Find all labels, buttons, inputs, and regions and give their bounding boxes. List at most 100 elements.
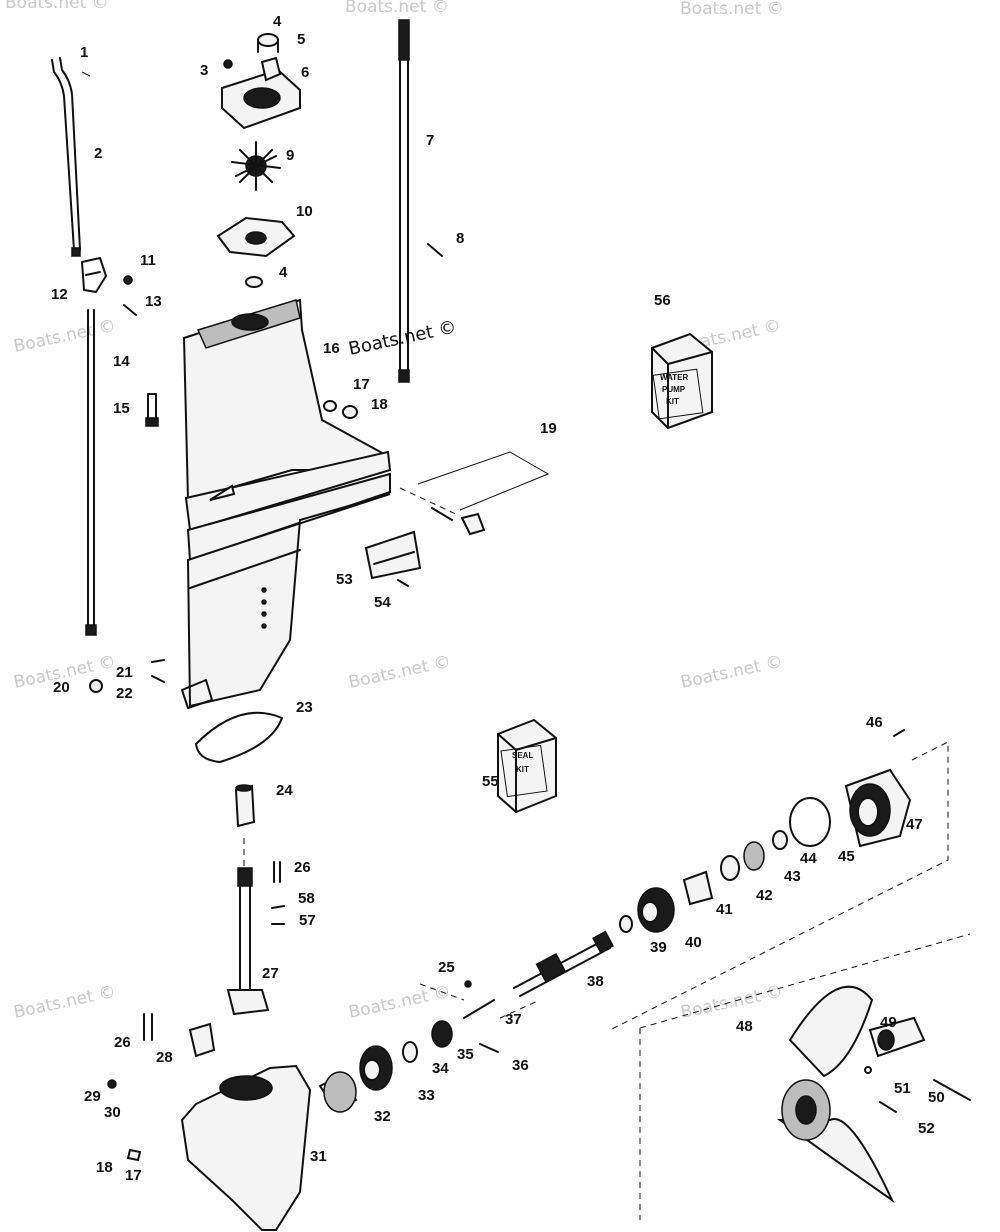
callout-number: 52 xyxy=(918,1120,935,1137)
callout-number: 17 xyxy=(125,1167,142,1184)
callout-number: 3 xyxy=(200,62,208,79)
callout-number: 43 xyxy=(784,868,801,885)
impeller xyxy=(231,141,281,191)
callout-number: 31 xyxy=(310,1148,327,1165)
callout-number: 44 xyxy=(800,850,817,867)
callout-number: 27 xyxy=(262,965,279,982)
callout-number: 10 xyxy=(296,203,313,220)
callout-number: 39 xyxy=(650,939,667,956)
callout-number: 19 xyxy=(540,420,557,437)
watermark: Boats.net © xyxy=(12,316,118,357)
watermark: Boats.net © xyxy=(12,982,118,1023)
callout-number: 49 xyxy=(880,1014,897,1031)
screw xyxy=(145,393,159,427)
callout-number: 12 xyxy=(51,286,68,303)
callout-number: 28 xyxy=(156,1049,173,1066)
shift-fasteners xyxy=(89,659,165,693)
gasket xyxy=(195,711,283,763)
callout-number: 32 xyxy=(374,1108,391,1125)
callout-number: 37 xyxy=(505,1011,522,1028)
bearing-carrier xyxy=(844,729,912,848)
callout-number: 58 xyxy=(298,890,315,907)
callout-number: 5 xyxy=(297,31,305,48)
callout-number: 41 xyxy=(716,901,733,918)
watermark: Boats.net © xyxy=(5,0,109,13)
callout-number: 40 xyxy=(685,934,702,951)
callout-number: 16 xyxy=(323,340,340,357)
callout-number: 51 xyxy=(894,1080,911,1097)
callout-number: 45 xyxy=(838,848,855,865)
callout-number: 18 xyxy=(371,396,388,413)
gearcase-housing xyxy=(107,1013,312,1231)
watermark: Boats.net © xyxy=(347,982,453,1023)
watermark: Boats.net © xyxy=(679,652,785,693)
callout-number: 17 xyxy=(353,376,370,393)
kit-label: SEAL xyxy=(512,751,533,760)
callout-number: 38 xyxy=(587,973,604,990)
callout-number: 15 xyxy=(113,400,130,417)
callout-number: 36 xyxy=(512,1057,529,1074)
callout-number: 7 xyxy=(426,132,434,149)
callout-number: 56 xyxy=(654,292,671,309)
callout-number: 18 xyxy=(96,1159,113,1176)
callout-number: 26 xyxy=(114,1034,131,1051)
callout-number: 1 xyxy=(80,44,88,61)
watermark: Boats.net © xyxy=(347,652,453,693)
watermark: Boats.net © xyxy=(345,0,449,17)
callout-number: 14 xyxy=(113,353,130,370)
callout-number: 24 xyxy=(276,782,293,799)
callout-number: 9 xyxy=(286,147,294,164)
callout-number: 47 xyxy=(906,816,923,833)
water-pump-group xyxy=(216,33,301,288)
callout-number: 55 xyxy=(482,773,499,790)
anode-group xyxy=(364,451,550,587)
callout-number: 33 xyxy=(418,1087,435,1104)
callout-number: 23 xyxy=(296,699,313,716)
callout-number: 21 xyxy=(116,664,133,681)
seal-kit: SEAL KIT xyxy=(497,718,557,814)
propeller xyxy=(776,985,971,1203)
watermark: Boats.net © xyxy=(680,0,784,19)
callout-number: 13 xyxy=(145,293,162,310)
callout-number: 46 xyxy=(866,714,883,731)
water-pump-kit: WATER PUMP KIT xyxy=(651,332,713,430)
callout-number: 4 xyxy=(273,13,282,30)
callout-number: 22 xyxy=(116,685,133,702)
callout-number: 54 xyxy=(374,594,391,611)
callout-number: 6 xyxy=(301,64,309,81)
propeller-shaft-group xyxy=(463,915,633,1019)
drive-shaft-housing xyxy=(181,298,392,709)
callout-number: 26 xyxy=(294,859,311,876)
kit-label: KIT xyxy=(516,765,529,774)
callout-number: 4 xyxy=(279,264,288,281)
kit-label: PUMP xyxy=(662,385,686,394)
callout-number: 53 xyxy=(336,571,353,588)
callout-number: 25 xyxy=(438,959,455,976)
shift-rod-upper xyxy=(51,57,91,257)
shift-rod-lower xyxy=(85,309,97,636)
drive-shaft-lower xyxy=(226,838,285,1016)
callout-number: 50 xyxy=(928,1089,945,1106)
callout-number: 42 xyxy=(756,887,773,904)
drive-shaft-upper xyxy=(398,19,443,383)
callout-number: 30 xyxy=(104,1104,121,1121)
callout-number: 20 xyxy=(53,679,70,696)
watermark: Boats.net © xyxy=(347,317,459,360)
callout-number: 35 xyxy=(457,1046,474,1063)
watermark-group: Boats.net © Boats.net © Boats.net © Boat… xyxy=(5,0,784,1023)
spacer-tube xyxy=(234,784,256,828)
forward-gear-group xyxy=(318,1020,499,1113)
shift-rod-coupler xyxy=(81,257,137,316)
callout-number: 48 xyxy=(736,1018,753,1035)
callout-number: 11 xyxy=(140,252,156,269)
callout-number: 2 xyxy=(94,145,102,162)
callout-number: 8 xyxy=(456,230,464,247)
kit-label: WATER xyxy=(660,373,689,382)
callout-number: 57 xyxy=(299,912,316,929)
kit-label: KIT xyxy=(666,397,679,406)
plug xyxy=(323,400,358,419)
assembly-outlines xyxy=(419,741,971,1220)
callout-number: 34 xyxy=(432,1060,449,1077)
